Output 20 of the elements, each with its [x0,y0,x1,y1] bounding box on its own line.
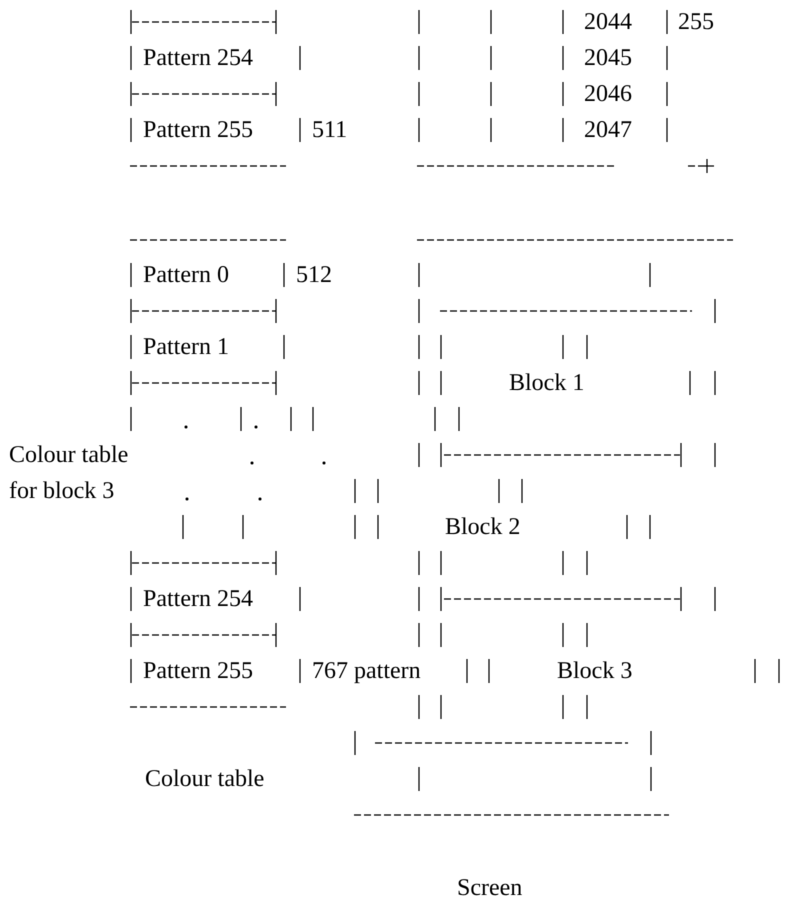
ascii-label: Pattern 254 [143,44,253,73]
ascii-label: Pattern 0 [143,261,229,290]
ascii-label: 767 pattern [312,657,421,686]
side-note: Colour table for block 3 [9,441,130,506]
ascii-label: 2044 [584,8,632,37]
ascii-label: Pattern 255 [143,116,253,145]
ascii-label: Block 2 [445,513,520,542]
ascii-label: Pattern 255 [143,657,253,686]
ascii-label: Block 1 [509,369,584,398]
ascii-label: Block 3 [557,657,632,686]
table-caption: Colour table [145,765,264,794]
ascii-label: Pattern 1 [143,333,229,362]
ascii-label: 511 [312,116,348,145]
ascii-label: 512 [296,261,332,290]
ascii-label: 2047 [584,116,632,145]
ascii-label: 255 [678,8,714,37]
ascii-label: 2045 [584,44,632,73]
ascii-label: 2046 [584,80,632,109]
screen-caption: Screen [457,874,522,903]
ascii-label: Pattern 254 [143,585,253,614]
